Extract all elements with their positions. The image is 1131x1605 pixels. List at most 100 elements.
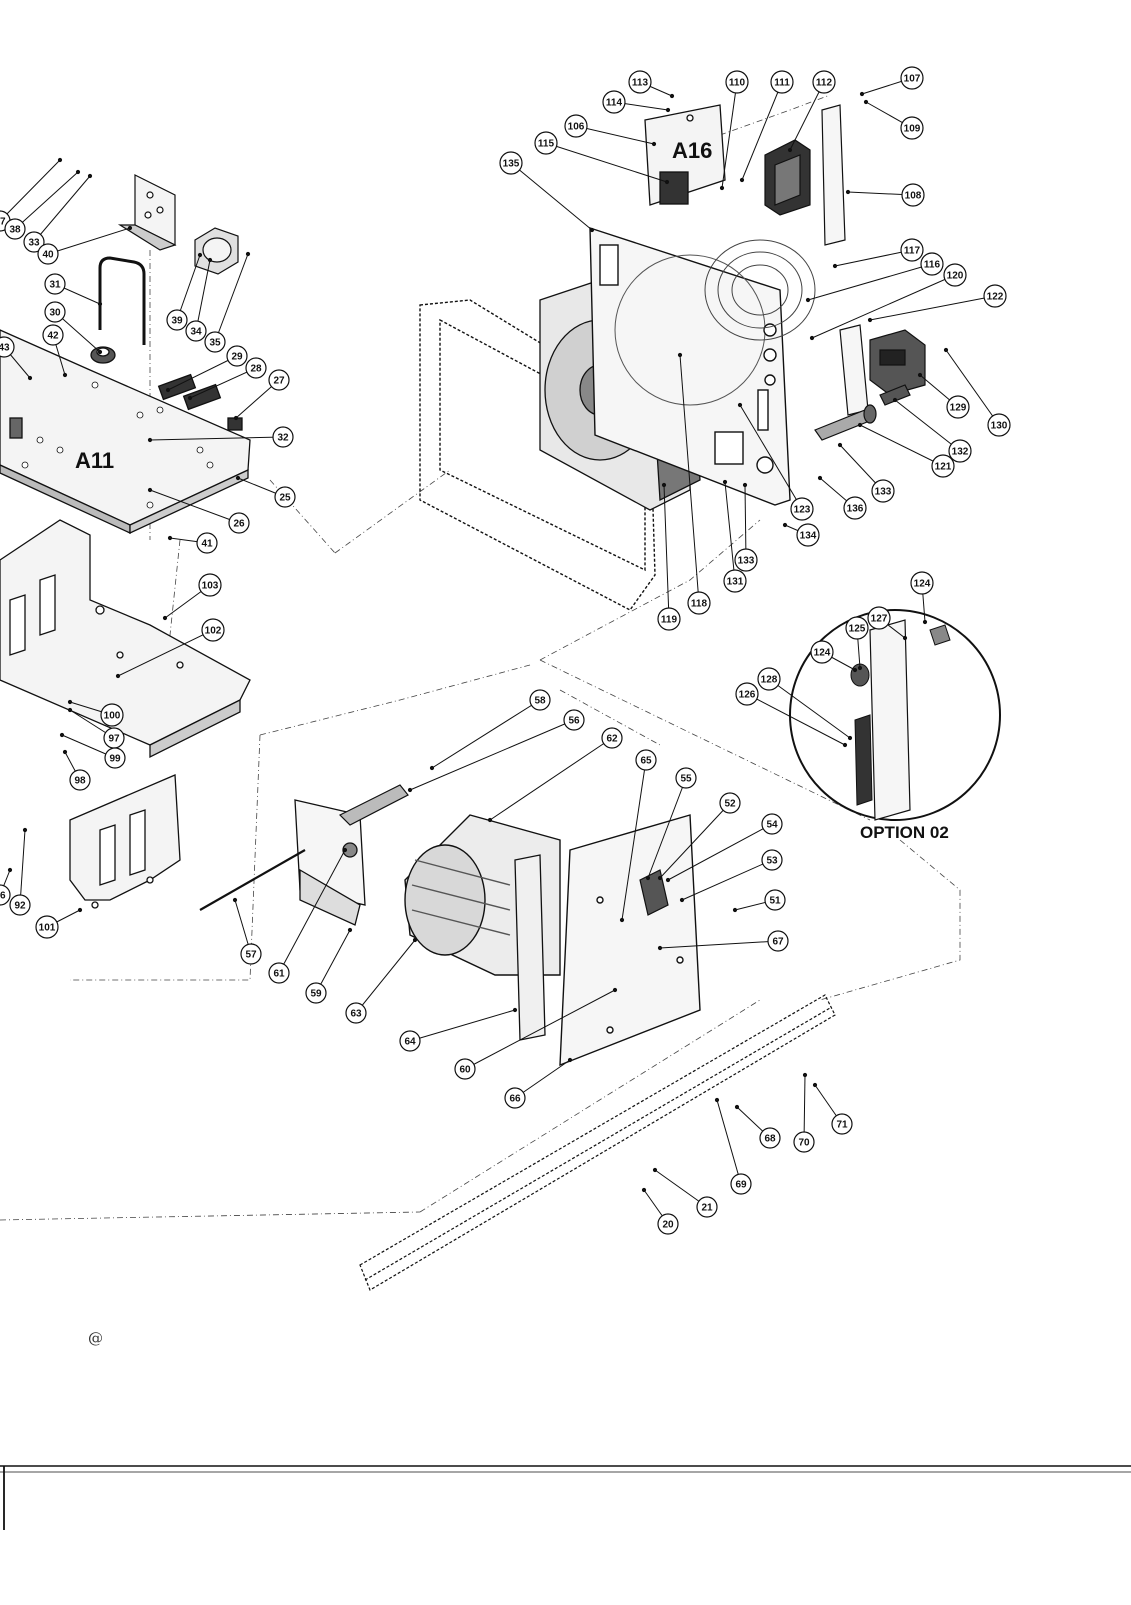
- callout-arrowhead: [802, 1072, 808, 1078]
- callout-107: 107: [900, 66, 924, 90]
- callout-leader: [489, 737, 613, 821]
- fuse-cap: [879, 384, 911, 406]
- callout-leader: [621, 759, 647, 921]
- callout-arrowhead: [669, 93, 675, 99]
- callout-number: 119: [661, 615, 678, 626]
- callout-121: 121: [931, 454, 955, 478]
- callout-101: 101: [35, 915, 59, 939]
- callout-circle: [563, 709, 585, 731]
- callout-circle: [226, 345, 248, 367]
- callout-number: 38: [9, 225, 21, 236]
- callout-leader: [679, 354, 700, 604]
- callout-arrowhead: [235, 475, 241, 481]
- callout-circle: [901, 183, 925, 207]
- callout-circle: [719, 792, 741, 814]
- callout-circle: [0, 336, 15, 358]
- callout-arrowhead: [657, 945, 663, 951]
- callout-leader: [716, 1099, 742, 1185]
- bottom-rail: [359, 994, 836, 1291]
- callout-circle: [166, 309, 188, 331]
- callout-arrowhead: [7, 867, 13, 873]
- callout-arrowhead: [407, 787, 413, 793]
- callout-circle: [910, 571, 934, 595]
- callout-arrowhead: [245, 251, 251, 257]
- callout-127: 127: [867, 606, 891, 630]
- callout-arrowhead: [742, 482, 748, 488]
- rear-panel: [589, 227, 791, 506]
- callout-arrowhead: [737, 402, 743, 408]
- callout-number: 112: [816, 78, 833, 89]
- callout-number: 114: [606, 98, 623, 109]
- callout-circle: [201, 618, 225, 642]
- callout-number: 21: [701, 1203, 713, 1214]
- callout-number: 125: [849, 624, 866, 635]
- chassis-bracket-103: [0, 519, 251, 759]
- callout-arrowhead: [232, 897, 238, 903]
- callout-arrowhead: [62, 372, 68, 378]
- callout-circle: [812, 70, 836, 94]
- callout-number: 110: [729, 78, 746, 89]
- plate-108: [821, 104, 846, 246]
- callout-arrowhead: [661, 482, 667, 488]
- callout-circle: [767, 930, 789, 952]
- callout-25: 25: [274, 486, 296, 508]
- callout-number: 65: [640, 756, 652, 767]
- callout-leader: [409, 1009, 516, 1042]
- callout-128: 128: [757, 667, 781, 691]
- plate-121: [839, 324, 869, 416]
- callout-number: 53: [766, 856, 778, 867]
- callout-number: 54: [766, 820, 778, 831]
- callout-arrowhead: [787, 147, 793, 153]
- callout-arrowhead: [857, 422, 863, 428]
- callout-number: 59: [310, 989, 322, 1000]
- callout-circle: [635, 749, 657, 771]
- callout-number: 99: [109, 754, 121, 765]
- callout-38: 38: [4, 218, 26, 240]
- callout-circle: [44, 273, 66, 295]
- callout-28: 28: [245, 357, 267, 379]
- callout-60: 60: [454, 1058, 476, 1080]
- callout-circle: [843, 496, 867, 520]
- callout-circle: [104, 747, 126, 769]
- callout-number: 96: [0, 891, 6, 902]
- callout-arrowhead: [665, 877, 671, 883]
- callout-arrowhead: [852, 667, 858, 673]
- callout-arrowhead: [805, 297, 811, 303]
- callout-arrowhead: [412, 937, 418, 943]
- callout-circle: [534, 131, 558, 155]
- callout-leader: [545, 142, 668, 183]
- callout-number: 107: [904, 74, 921, 85]
- callout-circle: [845, 616, 869, 640]
- callout-circle: [198, 573, 222, 597]
- callout-97: 97: [103, 727, 125, 749]
- callout-circle: [943, 263, 967, 287]
- callout-circle: [9, 894, 31, 916]
- callout-arrowhead: [739, 177, 745, 183]
- callout-136: 136: [843, 496, 867, 520]
- callout-leader: [647, 777, 687, 879]
- callout-arrowhead: [665, 107, 671, 113]
- callout-circle: [601, 727, 623, 749]
- callout-circle: [757, 667, 781, 691]
- callout-122: 122: [983, 284, 1007, 308]
- callout-20: 20: [657, 1213, 679, 1235]
- callout-arrowhead: [732, 907, 738, 913]
- callout-number: 71: [836, 1120, 848, 1131]
- callout-circle: [0, 884, 11, 906]
- callout-leader: [724, 481, 736, 582]
- callout-number: 63: [350, 1009, 362, 1020]
- callout-34: 34: [185, 320, 207, 342]
- callout-circle: [723, 569, 747, 593]
- callout-circle: [770, 70, 794, 94]
- callout-leader: [431, 699, 541, 769]
- callout-number: 66: [509, 1094, 521, 1105]
- callout-30: 30: [44, 301, 66, 323]
- callout-number: 111: [774, 78, 790, 89]
- callout-leader: [811, 274, 956, 339]
- callout-57: 57: [240, 943, 262, 965]
- bracket-101: [69, 774, 181, 909]
- callout-number: 116: [924, 260, 941, 271]
- callout-106: 106: [564, 114, 588, 138]
- callout-leader: [149, 489, 240, 524]
